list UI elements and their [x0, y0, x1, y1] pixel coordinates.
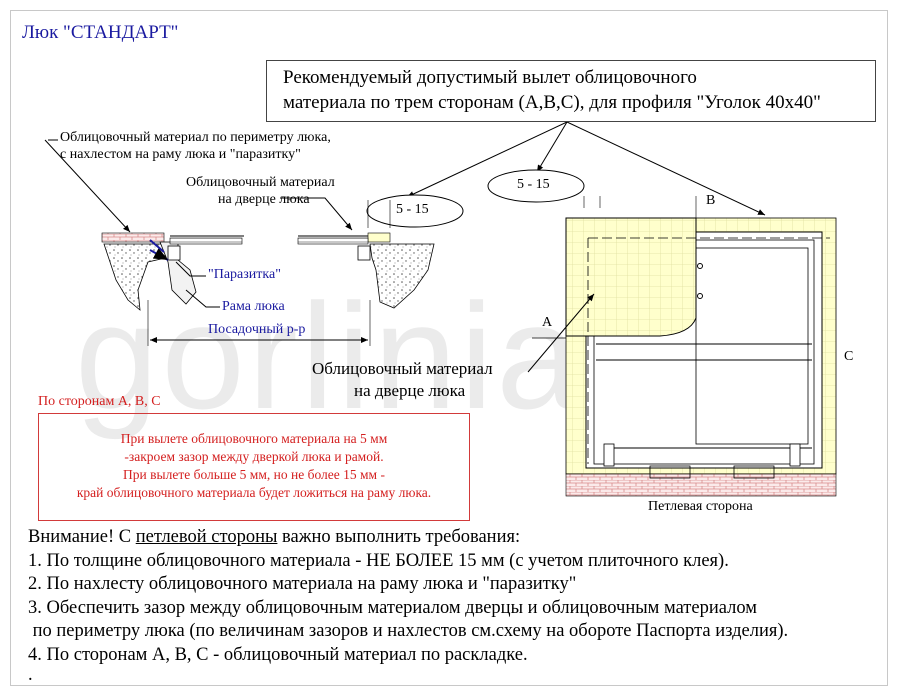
side-a-label: A	[542, 315, 553, 330]
callout-leaders	[406, 121, 766, 216]
warning-box: При вылете облицовочного материала на 5 …	[38, 413, 470, 521]
side-b-label: B	[706, 193, 716, 208]
door-material-label-2: на дверце люка	[218, 192, 310, 207]
intro-underlined: петлевой стороны	[135, 527, 278, 547]
page-border	[10, 10, 888, 686]
perimeter-material-label-2: с нахлестом на раму люка и "паразитку"	[60, 147, 301, 162]
right-dimension-label: 5 - 15	[517, 177, 550, 192]
callout-line-2: материала по трем сторонам (A,B,C), для …	[283, 92, 821, 113]
perimeter-material-label-1: Облицовочный материал по периметру люка,	[60, 130, 331, 145]
requirement-3a: 3. Обеспечить зазор между облицовочным м…	[28, 597, 757, 618]
requirement-3b: по периметру люка (по величинам зазоров …	[28, 621, 789, 642]
requirements-intro: Внимание! С петлевой стороны важно выпол…	[28, 526, 788, 550]
warning-line-4: край облицовочного материала будет ложит…	[76, 485, 432, 500]
requirements-list: Внимание! С петлевой стороны важно выпол…	[28, 526, 789, 685]
right-section-drawing	[487, 169, 837, 497]
intro-suffix: важно выполнить требования:	[282, 527, 521, 547]
recommended-overhang-callout: Рекомендуемый допустимый вылет облицовоч…	[266, 60, 876, 122]
callout-line-1: Рекомендуемый допустимый вылет облицовоч…	[283, 67, 697, 88]
left-dimension-label: 5 - 15	[396, 202, 429, 217]
seat-size-label: Посадочный р-р	[208, 322, 306, 337]
sides-heading: По сторонам A, B, C	[38, 394, 161, 409]
requirement-1: 1. По толщине облицовочного материала - …	[28, 550, 729, 571]
door-material-label-right-2: на дверце люка	[354, 381, 466, 400]
frame-label: Рама люка	[222, 299, 285, 314]
parasitka-label: "Паразитка"	[208, 267, 281, 282]
trailing-dot: .	[28, 664, 33, 685]
page-title: Люк "СТАНДАРТ"	[22, 22, 179, 43]
left-section-drawing	[44, 139, 464, 346]
requirement-2: 2. По нахлесту облицовочного материала н…	[28, 574, 577, 595]
hinge-side-label: Петлевая сторона	[648, 499, 753, 514]
warning-line-3: При вылете больше 5 мм, но не более 15 м…	[123, 467, 385, 482]
door-material-label-1: Облицовочный материал	[186, 175, 335, 190]
warning-line-1: При вылете облицовочного материала на 5 …	[120, 431, 388, 446]
warning-line-2: -закроем зазор между дверкой люка и рамо…	[124, 449, 384, 464]
intro-prefix: Внимание! С	[28, 527, 132, 547]
requirement-4: 4. По сторонам A, B, C - облицовочный ма…	[28, 644, 528, 665]
door-material-label-right-1: Облицовочный материал	[312, 359, 493, 378]
side-c-label: C	[844, 349, 854, 364]
